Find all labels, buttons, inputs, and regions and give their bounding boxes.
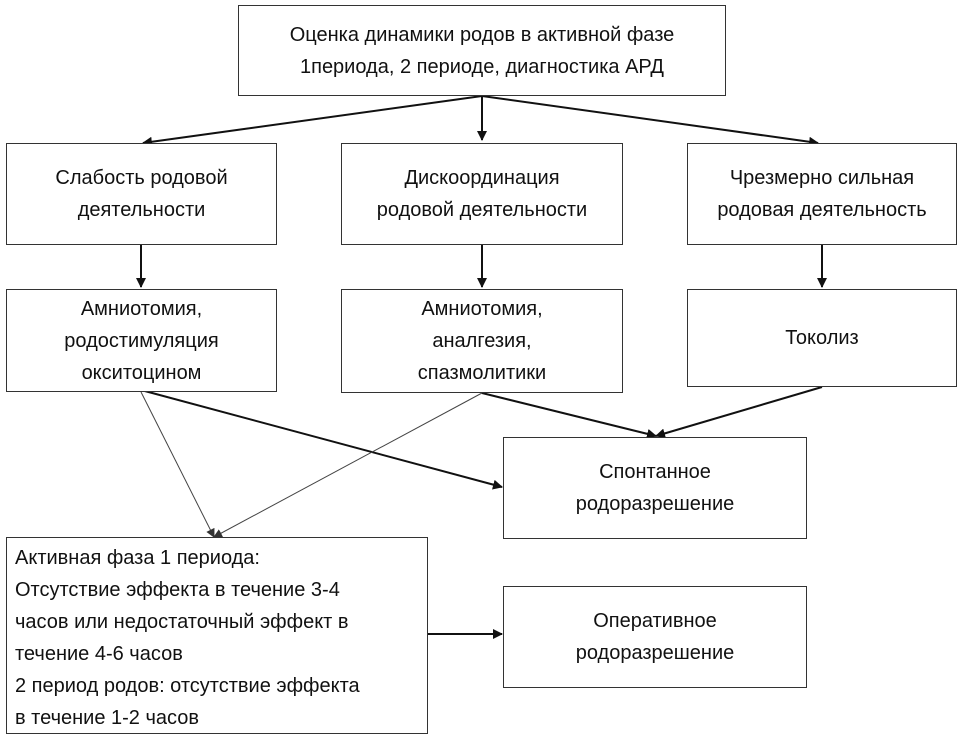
criteria-line-5: 2 период родов: отсутствие эффекта — [15, 675, 360, 697]
arrow-analgesia-to-spontaneous — [481, 392, 657, 439]
stimulation-line-1: Амниотомия, — [80, 297, 203, 320]
spontaneous-delivery-box: Спонтанное родоразрешение — [503, 437, 807, 539]
criteria-box: Активная фаза 1 периода: Отсутствие эффе… — [6, 537, 428, 734]
criteria-line-4: течение 4-6 часов — [15, 643, 183, 665]
criteria-line-6: в течение 1-2 часов — [15, 707, 199, 729]
stimulation-box: Амниотомия, родостимуляция окситоцином — [6, 289, 277, 392]
criteria-line-1: Активная фаза 1 периода: — [15, 547, 260, 569]
excessive-line-2: родовая деятельность — [717, 199, 927, 221]
analgesia-line-3: спазмолитики — [417, 362, 547, 384]
assessment-box: Оценка динамики родов в активной фазе 1п… — [238, 5, 726, 96]
arrow-top-to-excessive — [481, 95, 819, 147]
analgesia-line-1: Амниотомия, — [421, 298, 543, 320]
weakness-line-2: деятельности — [77, 199, 206, 221]
arrow-stimulation-to-spontaneous — [140, 389, 503, 490]
assessment-line-1: Оценка динамики родов в активной фазе — [289, 23, 675, 46]
analgesia-line-2: аналгезия, — [432, 330, 532, 352]
assessment-line-2: 1периода, 2 периоде, диагностика АРД — [299, 55, 664, 78]
operative-line-2: родоразрешение — [575, 642, 735, 664]
discoordination-line-2: родовой деятельности — [376, 199, 588, 221]
arrow-tocolysis-to-spontaneous — [655, 386, 823, 439]
operative-line-1: Оперативное — [593, 610, 717, 632]
discoordination-box: Дискоординация родовой деятельности — [341, 143, 623, 245]
spontaneous-line-1: Спонтанное — [599, 461, 711, 483]
weakness-line-1: Слабость родовой — [55, 167, 228, 189]
analgesia-box: Амниотомия, аналгезия, спазмолитики — [341, 289, 623, 393]
criteria-line-3: часов или недостаточный эффект в — [15, 611, 349, 633]
discoordination-line-1: Дискоординация — [404, 167, 560, 189]
arrow-top-to-weakness — [142, 95, 483, 147]
stimulation-line-3: окситоцином — [81, 361, 202, 384]
arrow-analgesia-to-criteria — [213, 392, 483, 538]
tocolysis-label: Токолиз — [785, 327, 859, 349]
criteria-line-2: Отсутствие эффекта в течение 3-4 — [15, 579, 340, 601]
operative-delivery-box: Оперативное родоразрешение — [503, 586, 807, 688]
spontaneous-line-2: родоразрешение — [575, 493, 735, 515]
weakness-box: Слабость родовой деятельности — [6, 143, 277, 245]
tocolysis-box: Токолиз — [687, 289, 957, 387]
excessive-box: Чрезмерно сильная родовая деятельность — [687, 143, 957, 245]
excessive-line-1: Чрезмерно сильная — [729, 167, 915, 189]
arrow-stimulation-to-criteria — [140, 391, 215, 538]
stimulation-line-2: родостимуляция — [64, 329, 219, 352]
